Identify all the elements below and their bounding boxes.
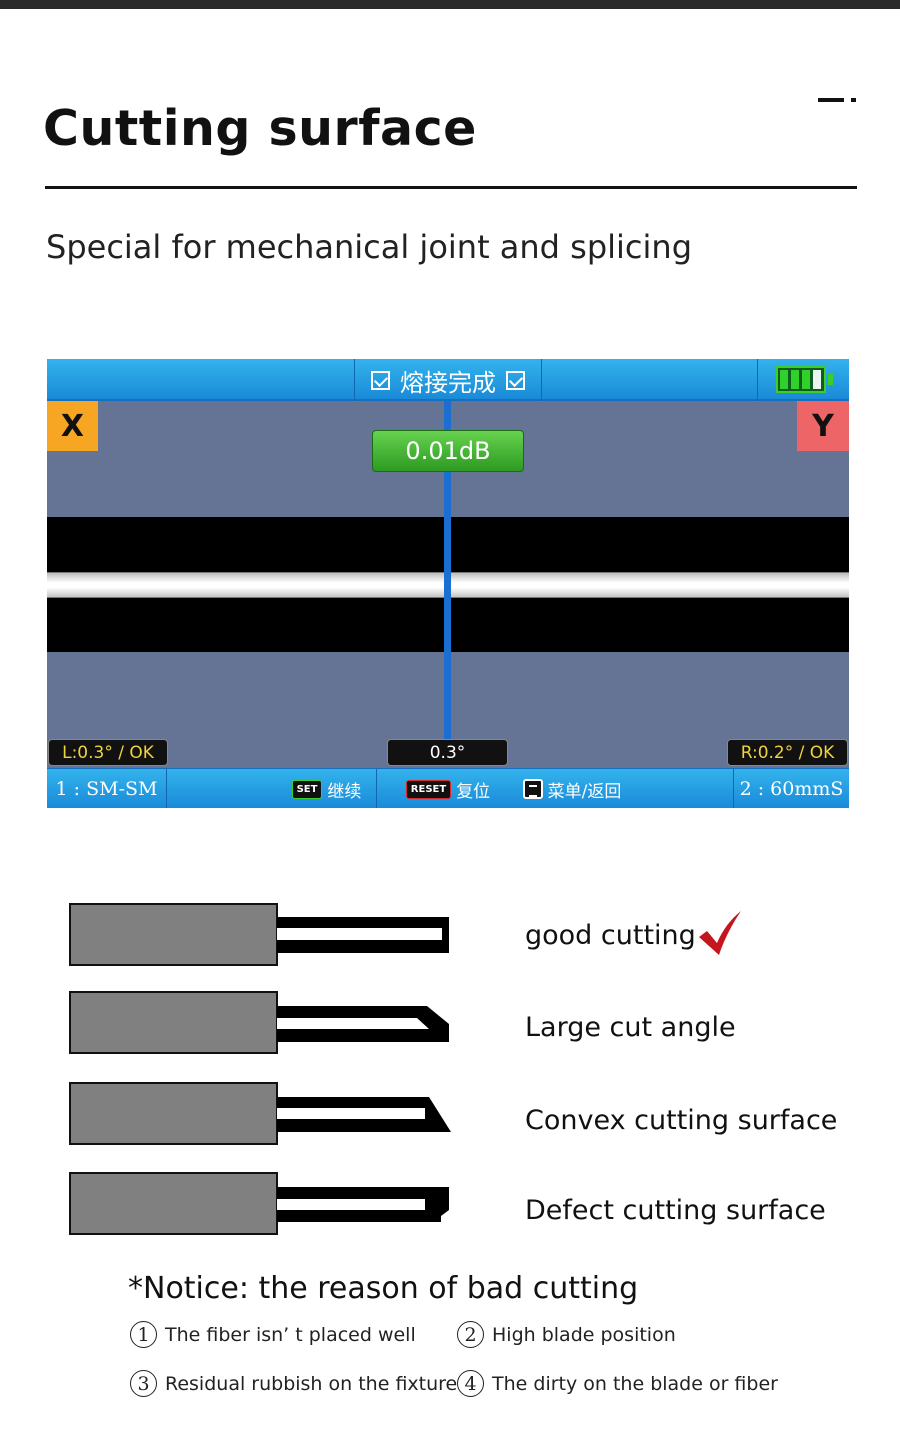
- right-cleave-angle: R:0.2° / OK: [727, 739, 848, 766]
- cutting-label-convex: Convex cutting surface: [525, 1105, 838, 1136]
- set-key-icon: SET: [291, 779, 323, 799]
- battery-icon: [776, 366, 826, 393]
- splicer-screen: 熔接完成 X Y 0.01dB L:0.3° / OK 0.3° R:0.2° …: [47, 359, 849, 808]
- convex-cutting-diagram: [69, 1082, 454, 1146]
- number-circle: 4: [457, 1370, 484, 1397]
- large-cut-angle-diagram: [69, 991, 454, 1055]
- reset-key-icon: RESET: [405, 779, 452, 799]
- y-axis-badge: Y: [797, 401, 849, 451]
- menu-return-button[interactable]: 菜单/返回: [512, 769, 632, 808]
- checkbox-icon-left: [371, 370, 390, 390]
- left-cleave-angle: L:0.3° / OK: [48, 739, 168, 766]
- title-divider: [45, 186, 857, 189]
- screen-top-bar: 熔接完成: [47, 359, 849, 401]
- reset-label: 复位: [456, 781, 491, 802]
- number-circle: 2: [457, 1321, 484, 1348]
- reset-button[interactable]: RESET 复位: [393, 769, 503, 808]
- center-angle: 0.3°: [387, 739, 508, 766]
- splice-loss-value: 0.01dB: [372, 430, 524, 472]
- cutting-label-good: good cutting: [525, 920, 696, 951]
- checkbox-icon-right: [506, 370, 525, 390]
- checkmark-icon: [699, 911, 741, 955]
- good-cutting-diagram: [69, 903, 454, 967]
- reason-item: 1 The fiber isn’ t placed well: [130, 1321, 416, 1348]
- reason-text: The dirty on the blade or fiber: [492, 1372, 778, 1395]
- splice-center-line: [444, 401, 451, 741]
- corner-dash: [818, 98, 844, 102]
- heater-speed[interactable]: 2 : 60mmS: [733, 769, 849, 808]
- reason-item: 3 Residual rubbish on the fixture: [130, 1370, 457, 1397]
- battery-cell: [791, 370, 799, 389]
- battery-box: [757, 359, 849, 401]
- defect-cutting-diagram: [69, 1172, 454, 1236]
- battery-cell-empty: [813, 370, 821, 389]
- page-title: Cutting surface: [43, 100, 477, 157]
- x-axis-badge: X: [47, 401, 98, 451]
- menu-return-label: 菜单/返回: [547, 781, 622, 802]
- continue-label: 继续: [327, 781, 362, 802]
- continue-button[interactable]: SET 继续: [277, 769, 377, 808]
- number-circle: 3: [130, 1370, 157, 1397]
- fiber-mode[interactable]: 1 : SM-SM: [47, 769, 167, 808]
- reason-text: High blade position: [492, 1323, 676, 1346]
- status-title: 熔接完成: [400, 368, 496, 397]
- battery-cell: [780, 370, 788, 389]
- battery-tip: [828, 374, 833, 385]
- reason-item: 4 The dirty on the blade or fiber: [457, 1370, 778, 1397]
- cutting-label-large-angle: Large cut angle: [525, 1012, 736, 1043]
- page-subtitle: Special for mechanical joint and splicin…: [46, 228, 692, 266]
- reason-text: The fiber isn’ t placed well: [165, 1323, 416, 1346]
- top-strip: [0, 0, 900, 9]
- number-circle: 1: [130, 1321, 157, 1348]
- screen-bottom-bar: 1 : SM-SM SET 继续 RESET 复位 菜单/返回 2 : 60mm…: [47, 768, 849, 808]
- reason-item: 2 High blade position: [457, 1321, 676, 1348]
- status-title-box: 熔接完成: [354, 359, 542, 401]
- corner-dot: [851, 98, 856, 102]
- reason-text: Residual rubbish on the fixture: [165, 1372, 458, 1395]
- battery-cell: [802, 370, 810, 389]
- cutting-label-defect: Defect cutting surface: [525, 1195, 826, 1226]
- menu-icon: [522, 779, 543, 799]
- notice-title: *Notice: the reason of bad cutting: [128, 1271, 639, 1306]
